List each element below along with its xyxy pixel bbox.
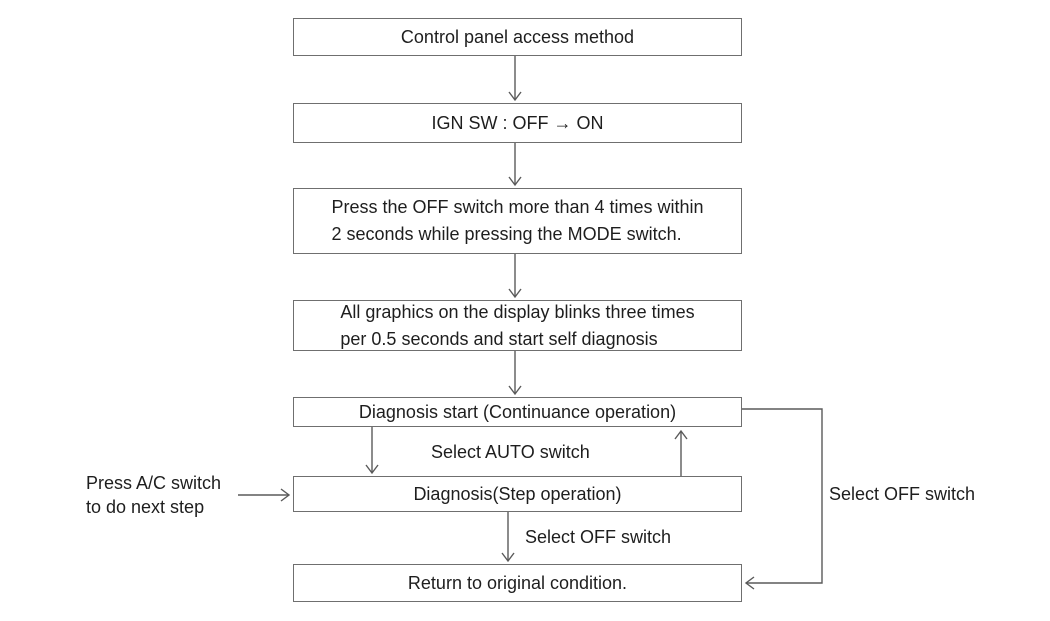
label-select-off-switch-return: Select OFF switch	[829, 484, 976, 504]
node-label-line1: All graphics on the display blinks three…	[340, 301, 695, 322]
node-return-original: Return to original condition.	[293, 564, 742, 602]
node-diagnosis-start: Diagnosis start (Continuance operation)	[293, 397, 742, 427]
node-label: Diagnosis(Step operation)	[413, 484, 622, 504]
node-label-line2: 2 seconds while pressing the MODE switch…	[331, 224, 682, 244]
node-label: Diagnosis start (Continuance operation)	[358, 402, 677, 422]
node-control-panel-access: Control panel access method	[293, 18, 742, 56]
label-press-ac-switch: Press A/C switch to do next step	[86, 471, 246, 519]
arrow-feedback-off-loop	[742, 408, 823, 590]
label-press-ac-line2: to do next step	[86, 497, 205, 517]
node-display-blinks: All graphics on the display blinks three…	[293, 300, 742, 351]
label-press-ac-line1: Press A/C switch	[86, 473, 222, 493]
label-select-auto-switch: Select AUTO switch	[431, 442, 590, 462]
node-label: Return to original condition.	[407, 573, 628, 593]
node-label: Control panel access method	[400, 27, 635, 47]
node-label: All graphics on the display blinks three…	[340, 299, 694, 353]
node-label: IGN SW : OFF → ON	[431, 113, 604, 133]
node-label-line2: per 0.5 seconds and start self diagnosis	[340, 328, 658, 349]
label-select-off-switch-step: Select OFF switch	[525, 527, 672, 547]
node-diagnosis-step: Diagnosis(Step operation)	[293, 476, 742, 512]
node-label: Press the OFF switch more than 4 times w…	[331, 194, 703, 248]
node-ign-switch: IGN SW : OFF → ON	[293, 103, 742, 143]
node-press-off-switch: Press the OFF switch more than 4 times w…	[293, 188, 742, 254]
node-label-line1: Press the OFF switch more than 4 times w…	[331, 197, 704, 217]
